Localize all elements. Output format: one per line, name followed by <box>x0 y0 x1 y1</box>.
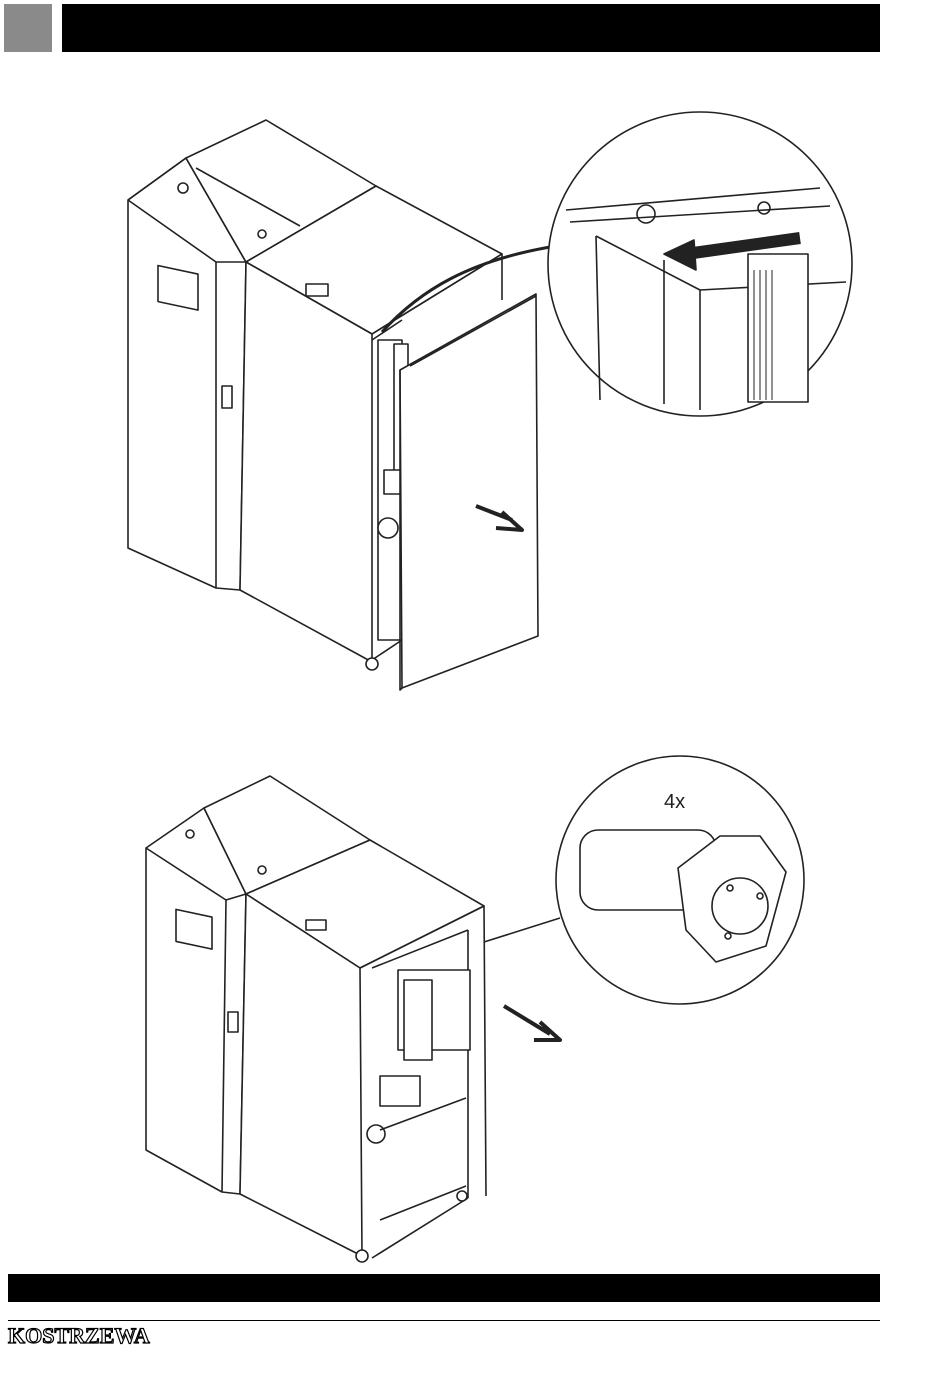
footer-rule <box>8 1320 880 1321</box>
quantity-callout: 4x <box>664 791 685 813</box>
control-display-icon-2 <box>176 909 212 949</box>
illustration-bottom <box>146 756 804 1262</box>
illustration-top <box>128 112 852 690</box>
footer-bar <box>8 1274 880 1302</box>
control-display-icon <box>158 266 198 311</box>
brand-logo: KOSTRZEWA <box>8 1324 150 1348</box>
